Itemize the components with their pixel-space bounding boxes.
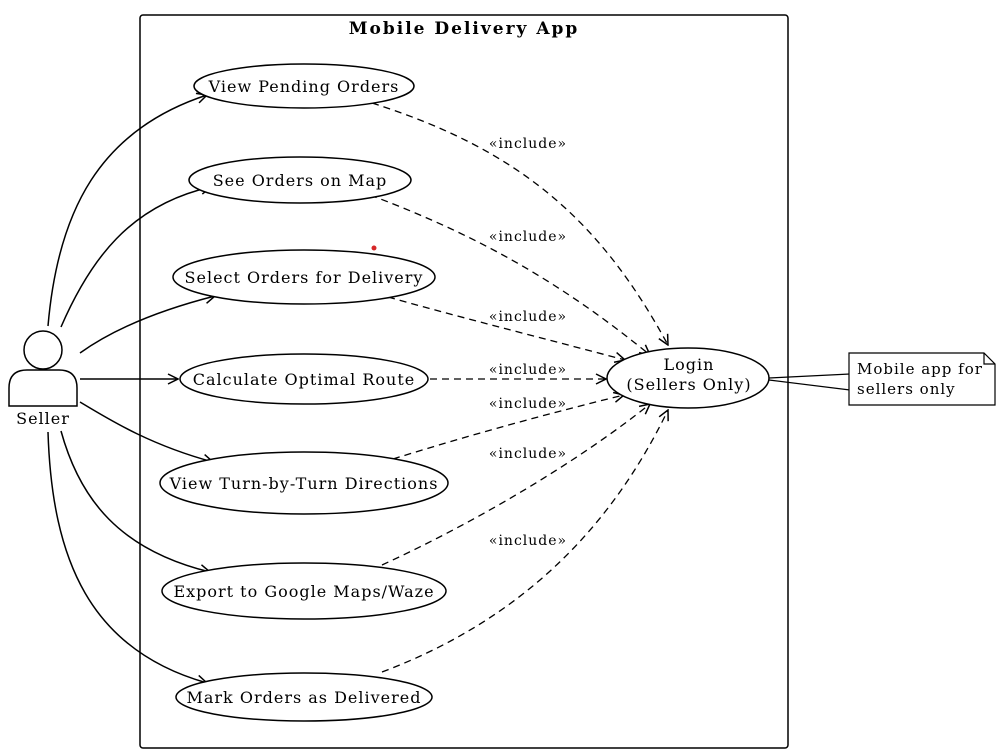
include-edge-turn-by-turn	[392, 395, 624, 460]
use-case-select-delivery[interactable]: Select Orders for Delivery	[172, 249, 436, 305]
note-box	[848, 352, 996, 406]
use-case-login[interactable]: Login (Sellers Only)	[606, 347, 770, 409]
use-case-label: See Orders on Map	[213, 171, 388, 190]
use-case-see-map[interactable]: See Orders on Map	[188, 156, 412, 204]
use-case-label: View Turn-by-Turn Directions	[169, 474, 439, 493]
marker-dot	[371, 245, 377, 251]
use-case-label: View Pending Orders	[208, 77, 400, 96]
assoc-view-pending	[47, 95, 207, 327]
include-edge-select-delivery	[387, 296, 625, 360]
login-label-line1: Login	[664, 355, 715, 374]
actor-name: Seller	[16, 409, 70, 428]
note: Mobile app for sellers only	[768, 352, 996, 406]
assoc-export-maps	[60, 430, 210, 572]
associations	[47, 95, 215, 683]
include-label: «include»	[489, 309, 567, 325]
use-case-label: Mark Orders as Delivered	[186, 688, 421, 707]
assoc-select-delivery	[79, 296, 215, 354]
note-line2: sellers only	[857, 380, 956, 398]
assoc-mark-delivered	[47, 431, 207, 683]
note-corner-fold	[983, 353, 995, 365]
use-case-label: Calculate Optimal Route	[193, 370, 416, 389]
note-connector	[768, 379, 851, 391]
actor-seller[interactable]: Seller	[8, 330, 78, 428]
use-case-export-maps[interactable]: Export to Google Maps/Waze	[161, 562, 447, 620]
login-label-line2: (Sellers Only)	[626, 375, 751, 394]
use-case-view-pending[interactable]: View Pending Orders	[193, 63, 415, 109]
assoc-turn-by-turn	[79, 401, 213, 462]
use-case-calc-route[interactable]: Calculate Optimal Route	[179, 353, 429, 405]
actor-icon	[8, 330, 78, 407]
include-labels: «include» «include» «include» «include» …	[489, 136, 567, 549]
include-label: «include»	[489, 136, 567, 152]
include-label: «include»	[489, 396, 567, 412]
include-label: «include»	[489, 229, 567, 245]
system-title: Mobile Delivery App	[349, 19, 580, 39]
include-label: «include»	[489, 533, 567, 549]
include-edge-export-maps	[381, 404, 650, 566]
note-line1: Mobile app for	[857, 360, 983, 378]
assoc-see-map	[60, 187, 211, 328]
use-case-label: Select Orders for Delivery	[185, 268, 424, 287]
note-connector	[768, 373, 851, 379]
include-label: «include»	[489, 446, 567, 462]
use-case-mark-delivered[interactable]: Mark Orders as Delivered	[175, 672, 433, 722]
include-edge-view-pending	[371, 102, 668, 345]
include-relations	[369, 102, 668, 673]
use-case-label: Export to Google Maps/Waze	[173, 582, 434, 601]
include-edge-see-map	[369, 194, 650, 355]
use-case-turn-by-turn[interactable]: View Turn-by-Turn Directions	[159, 451, 449, 515]
include-label: «include»	[489, 362, 567, 378]
